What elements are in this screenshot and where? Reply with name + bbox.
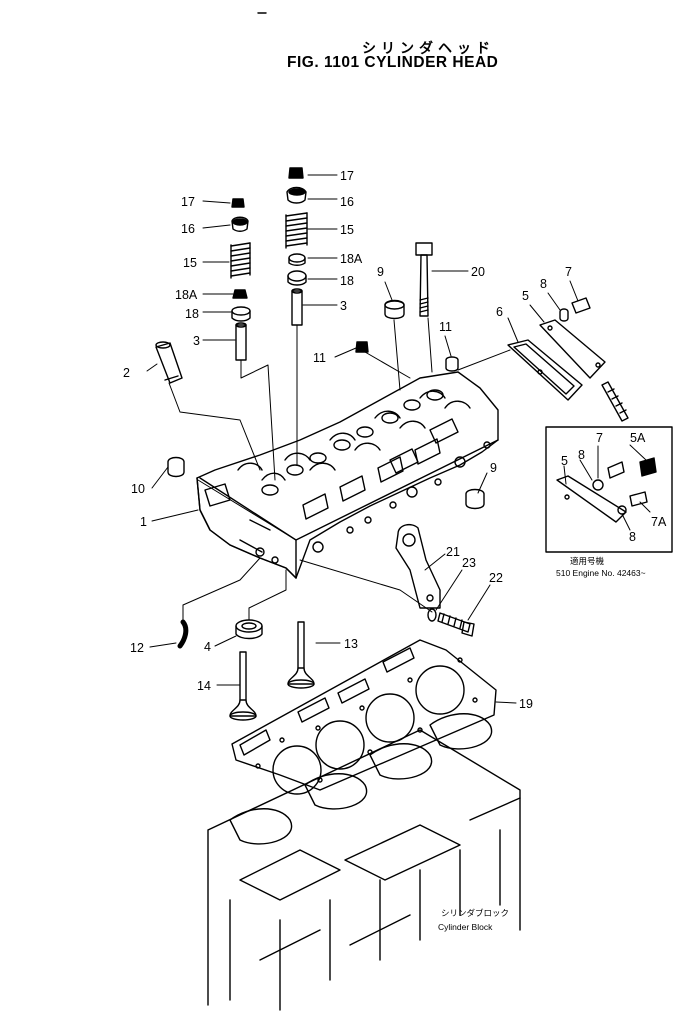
cylinder-head (196, 371, 499, 579)
callout-5: 5 (522, 289, 529, 303)
plug-top (384, 299, 405, 320)
bracket (395, 523, 441, 609)
seal-4 (235, 619, 263, 640)
callout-3-left: 3 (193, 334, 200, 348)
valve-13 (287, 621, 315, 689)
left-valve-stack (230, 198, 251, 361)
center-valve-stack (285, 167, 308, 326)
callout-23: 23 (462, 556, 476, 570)
callout-18A-left: 18A (175, 288, 198, 302)
plug-11-left (355, 341, 369, 353)
plug-11-right (445, 356, 459, 372)
injector-sleeve (155, 341, 183, 384)
leader-lines (146, 174, 651, 704)
callout-17-center: 17 (340, 169, 354, 183)
plug-9-right (465, 488, 485, 510)
callout-14: 14 (197, 679, 211, 693)
callout-inset-8-top: 8 (578, 448, 585, 462)
cylinder-block (207, 713, 521, 1011)
callout-13: 13 (344, 637, 358, 651)
callout-7: 7 (565, 265, 572, 279)
callout-inset-7: 7 (596, 431, 603, 445)
callout-22: 22 (489, 571, 503, 585)
inset-box (545, 426, 673, 553)
callout-1: 1 (140, 515, 147, 529)
callout-8: 8 (540, 277, 547, 291)
callout-19: 19 (519, 697, 533, 711)
callout-inset-7A: 7A (651, 515, 667, 529)
plug-10 (167, 456, 185, 478)
bolt-7 (571, 297, 591, 314)
washer-23 (427, 608, 437, 622)
inset-note-japanese: 適用号機 (570, 556, 605, 566)
hose-12 (177, 619, 189, 649)
callout-11-right: 11 (439, 320, 452, 334)
valve-14 (229, 651, 257, 721)
callout-18A-center: 18A (340, 252, 363, 266)
block-label: Cylinder Block (438, 922, 493, 932)
callout-inset-8-bottom: 8 (629, 530, 636, 544)
block-label-japanese: シリンダブロック (441, 908, 509, 918)
callout-20: 20 (471, 265, 485, 279)
figure-title: FIG. 1101 CYLINDER HEAD (287, 54, 499, 71)
bolt-22 (437, 612, 475, 637)
callout-18-left: 18 (185, 307, 199, 321)
callout-18-center: 18 (340, 274, 354, 288)
callout-2: 2 (123, 366, 130, 380)
callout-9-right: 9 (490, 461, 497, 475)
stud-bolt (601, 381, 629, 422)
title-japanese: シリンダヘッド (362, 41, 495, 57)
callout-12: 12 (130, 641, 144, 655)
callout-4: 4 (204, 640, 211, 654)
head-gasket (231, 639, 497, 795)
callout-17-left: 17 (181, 195, 195, 209)
callout-11-left: 11 (313, 351, 326, 365)
callout-21: 21 (446, 545, 460, 559)
callout-10: 10 (131, 482, 145, 496)
inset-note: 510 Engine No. 42463~ (556, 568, 646, 578)
cover-gasket (507, 319, 606, 401)
washer-8 (559, 308, 569, 322)
callout-6: 6 (496, 305, 503, 319)
callout-15-center: 15 (340, 223, 354, 237)
callout-15-left: 15 (183, 256, 197, 270)
callout-16-center: 16 (340, 195, 354, 209)
head-bolt (415, 242, 433, 317)
callout-9-top: 9 (377, 265, 384, 279)
callout-inset-5A: 5A (630, 431, 646, 445)
callout-3-center: 3 (340, 299, 347, 313)
callout-inset-5: 5 (561, 454, 568, 468)
callout-16-left: 16 (181, 222, 195, 236)
